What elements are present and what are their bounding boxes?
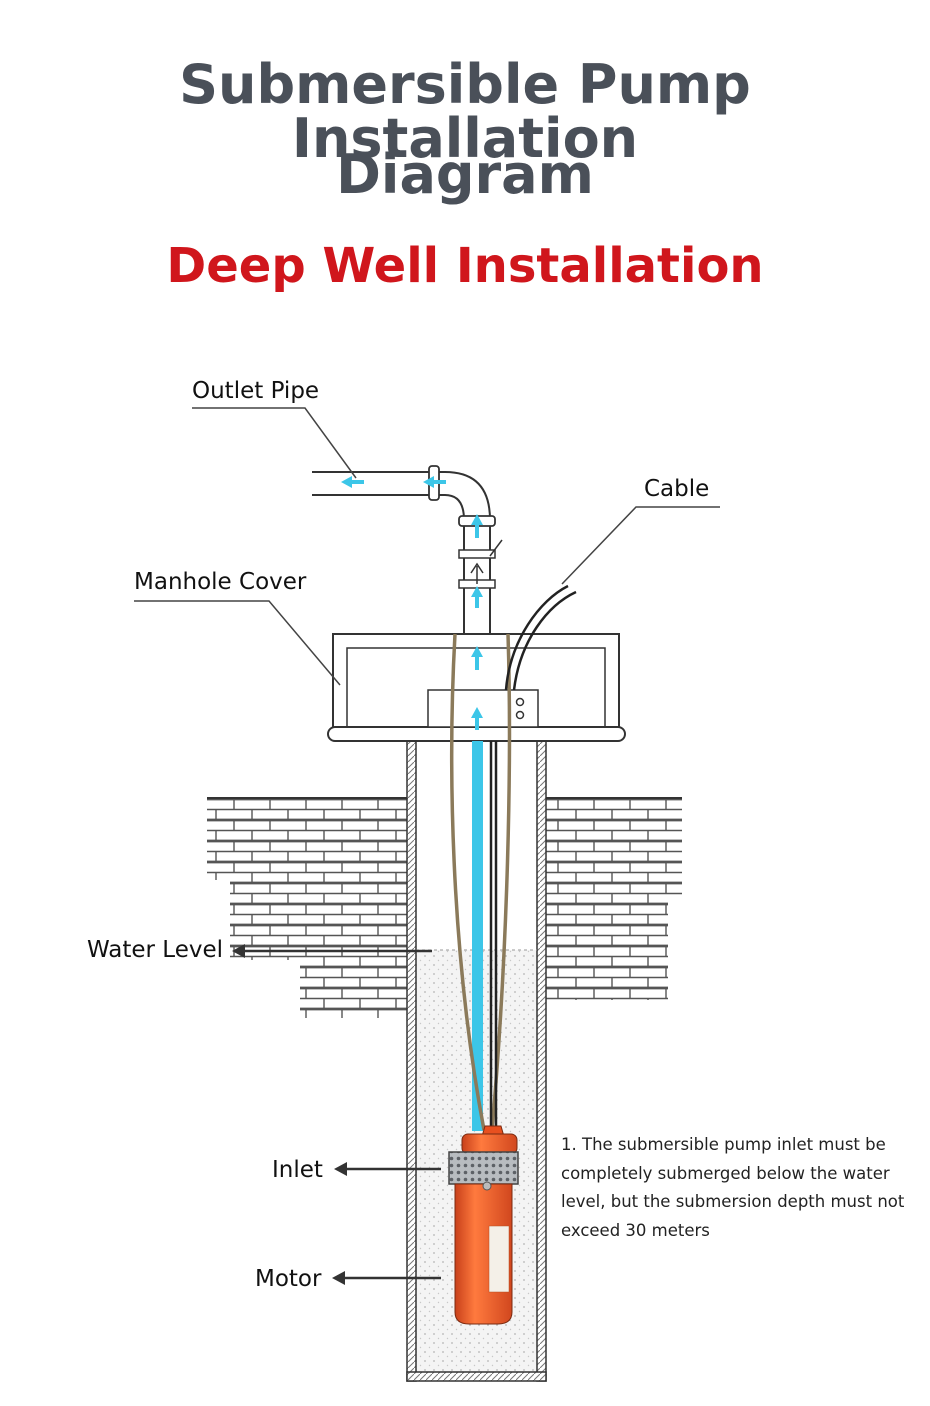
installation-note: 1. The submersible pump inlet must be co… — [561, 1135, 905, 1240]
arrow-left-icon — [332, 1271, 345, 1285]
ground-brick-wall-right — [546, 797, 682, 1000]
safety-rope — [450, 633, 512, 1131]
arrow-left-icon — [334, 1162, 347, 1176]
flow-arrow-up-icon — [471, 586, 483, 608]
power-cable — [489, 584, 577, 1130]
leader-lines — [134, 407, 720, 686]
flow-arrow-left-icon — [423, 476, 446, 488]
label-cable: Cable — [644, 476, 709, 502]
label-motor: Motor — [255, 1266, 322, 1292]
label-water-level: Water Level — [87, 937, 223, 963]
flow-arrow-up-icon — [471, 514, 483, 538]
flow-arrow-up-icon — [471, 707, 483, 730]
pump-inlet-screen — [448, 1151, 519, 1185]
pump-label-sticker — [488, 1225, 510, 1293]
label-manhole-cover: Manhole Cover — [134, 569, 307, 595]
flow-arrow-up-icon — [471, 646, 483, 670]
rising-main-pipe — [472, 741, 483, 1131]
label-outlet-pipe: Outlet Pipe — [192, 378, 319, 404]
wellhead-box — [427, 689, 539, 728]
outlet-pipe — [312, 465, 503, 634]
submersible-pump — [448, 1125, 519, 1325]
label-arrows — [232, 944, 441, 1285]
check-valve-icon — [470, 562, 484, 584]
arrow-left-icon — [232, 944, 245, 958]
flow-arrow-left-icon — [341, 476, 364, 488]
page-title-line-2: Diagram — [336, 143, 594, 206]
label-inlet: Inlet — [272, 1157, 323, 1183]
ground-brick-wall-left — [207, 797, 407, 1018]
flow-arrows — [341, 476, 483, 730]
page-subtitle: Deep Well Installation — [166, 238, 764, 294]
page-title-line-1: Submersible Pump Installation — [179, 53, 751, 170]
